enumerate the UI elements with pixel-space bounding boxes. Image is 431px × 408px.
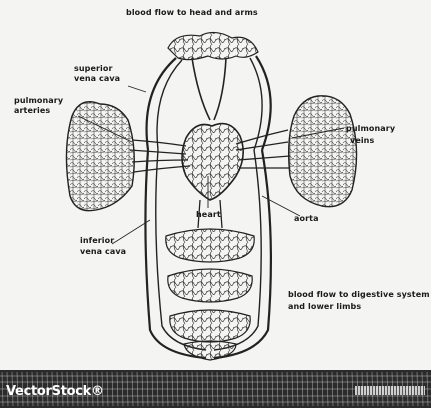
upper-capillary-bed: [168, 32, 258, 59]
label-blood-flow-head-arms: blood flow to head and arms: [126, 8, 258, 18]
circulatory-system-illustration: [0, 0, 431, 370]
label-inferior-vena-cava-1: inferior: [80, 236, 114, 246]
label-superior-vena-cava-2: vena cava: [74, 74, 120, 84]
label-pulmonary-veins-2: veins: [350, 136, 374, 146]
label-lower-flow-1: blood flow to digestive system: [288, 290, 430, 300]
lower-capillary-beds: [166, 229, 254, 360]
label-pulmonary-veins-1: pulmonary: [346, 124, 395, 134]
right-lung: [289, 96, 357, 207]
label-lower-flow-2: and lower limbs: [288, 302, 361, 312]
watermark-bar: VectorStock®: [0, 370, 431, 408]
label-heart: heart: [196, 210, 221, 220]
left-lung: [66, 102, 134, 211]
label-pulmonary-arteries-1: pulmonary: [14, 96, 63, 106]
label-inferior-vena-cava-2: vena cava: [80, 247, 126, 257]
heart: [182, 124, 243, 200]
watermark-id-strip: [355, 386, 425, 395]
label-aorta: aorta: [294, 214, 319, 224]
label-superior-vena-cava-1: superior: [74, 64, 113, 74]
watermark-brand: VectorStock®: [6, 384, 104, 399]
label-pulmonary-arteries-2: arteries: [14, 106, 50, 116]
